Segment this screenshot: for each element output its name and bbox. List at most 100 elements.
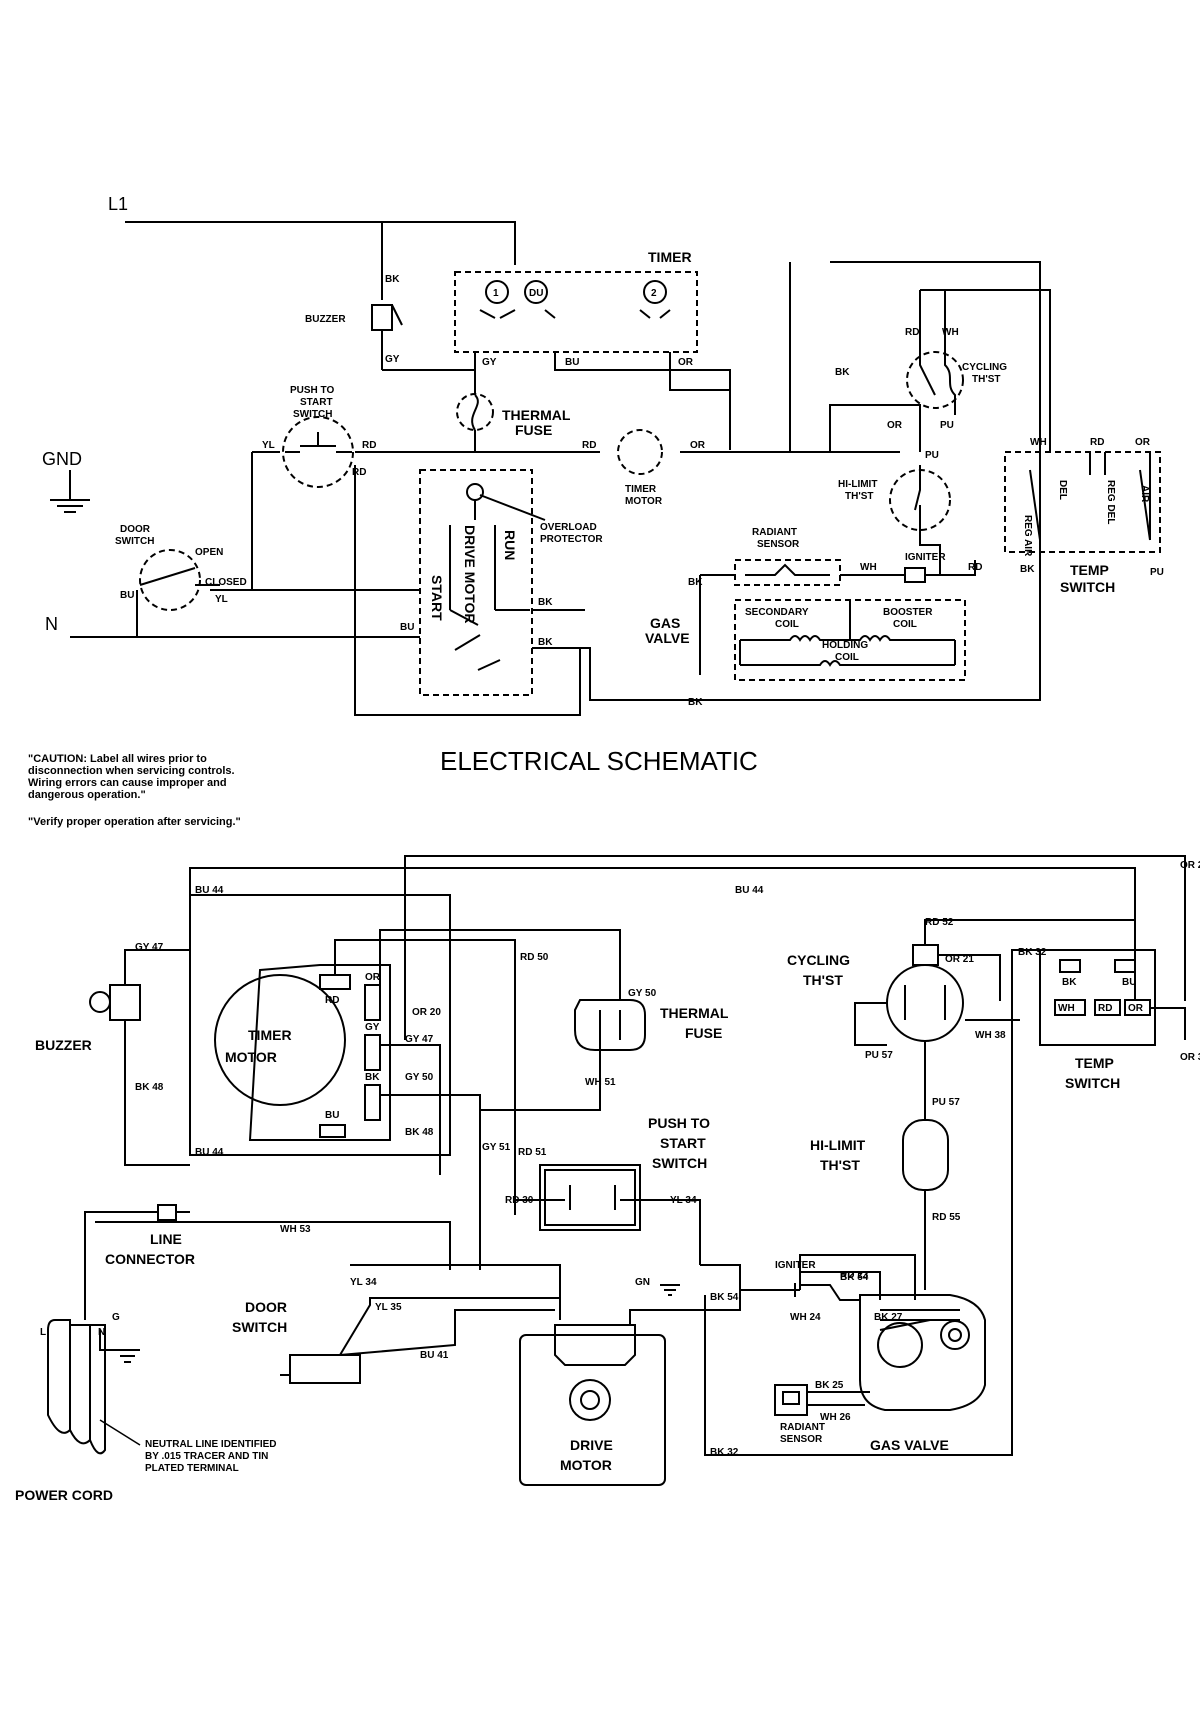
- gy51-label: GY 51: [482, 1142, 511, 1153]
- or-timer-wire: [669, 352, 730, 391]
- pictorial-timer: TIMER MOTOR RD OR GY BK BU OR 20 GY 47 G…: [189, 894, 451, 1158]
- wire-yl-label: YL: [262, 440, 275, 451]
- booster-coil-label-1: BOOSTER: [883, 607, 933, 618]
- pictorial-radiant-label-2: SENSOR: [780, 1434, 823, 1445]
- gas-valve-label-1: GAS: [650, 615, 680, 631]
- pictorial-push-start-label-3: SWITCH: [652, 1155, 707, 1171]
- schematic-door-switch: DOOR SWITCH OPEN CLOSED BU YL: [115, 524, 247, 611]
- temp-contact-reg-del: REG DEL: [1105, 480, 1116, 524]
- pictorial-radiant-sensor: BK 25 WH 26 RADIANT SENSOR: [774, 1380, 870, 1445]
- wire-bk-label: BK: [385, 274, 400, 285]
- buzzer-label: BUZZER: [305, 314, 346, 325]
- wire-wh2-label: WH: [942, 327, 959, 338]
- temp-wh-label: WH: [1058, 1003, 1075, 1014]
- timer-gy-label: GY: [365, 1022, 380, 1033]
- pictorial-cycling-thst: RD 52 OR 21 WH 38 PU 57 CYCLING TH'ST: [787, 917, 1135, 1100]
- pictorial-thermal-fuse-label-1: THERMAL: [660, 1005, 729, 1021]
- or20-label: OR 20: [412, 1007, 441, 1018]
- cycling-thst-label-2: TH'ST: [972, 374, 1001, 385]
- neutral-note-3: PLATED TERMINAL: [145, 1463, 239, 1474]
- pictorial-radiant-label-1: RADIANT: [780, 1422, 825, 1433]
- cord-n-label: N: [98, 1327, 105, 1338]
- yl-wire: [251, 452, 420, 591]
- cord-l-label: L: [40, 1327, 46, 1338]
- gn-ground-symbol: GN: [635, 1277, 680, 1296]
- holding-coil-label-2: COIL: [835, 652, 859, 663]
- pictorial-door-switch-label-2: SWITCH: [232, 1319, 287, 1335]
- temp-switch-label-2: SWITCH: [1060, 579, 1115, 595]
- schematic-thermal-fuse: THERMAL FUSE: [456, 393, 571, 438]
- drive-motor-label: DRIVE MOTOR: [462, 525, 478, 624]
- temp-contact-del: DEL: [1057, 480, 1068, 500]
- pictorial-cycling-label-1: CYCLING: [787, 952, 850, 968]
- gy50-label-2: GY 50: [628, 988, 657, 999]
- pictorial-buzzer-label: BUZZER: [35, 1037, 92, 1053]
- wire-or2-label: OR: [690, 440, 706, 451]
- wire-bu-label: BU: [565, 357, 579, 368]
- bk-right-wire: [830, 261, 1041, 452]
- neutral-leader-line: [99, 1419, 141, 1446]
- gas-valve-label-2: VALVE: [645, 630, 690, 646]
- schematic-hi-limit-thst: HI-LIMIT TH'ST PU: [838, 450, 951, 575]
- pictorial-temp-label-2: SWITCH: [1065, 1075, 1120, 1091]
- drive-motor-right-wires: [629, 1264, 800, 1325]
- wire-pu-label: PU: [940, 420, 954, 431]
- push-start-label-1: PUSH TO: [290, 385, 334, 396]
- hi-limit-label-1: HI-LIMIT: [838, 479, 877, 490]
- pu57-label-2: PU 57: [932, 1097, 960, 1108]
- igniter-label: IGNITER: [905, 552, 946, 563]
- or30-label: OR 30: [1180, 1052, 1200, 1063]
- timer-contact-2: 2: [651, 288, 657, 299]
- rd30-label: RD 30: [505, 1195, 534, 1206]
- caution-line-3: Wiring errors can cause improper and: [28, 777, 227, 789]
- or30-wire: [1150, 1007, 1186, 1040]
- wire-wh-label: WH: [860, 562, 877, 573]
- schematic-drive-motor: OVERLOAD PROTECTOR START DRIVE MOTOR RUN: [419, 469, 603, 696]
- schematic-title: ELECTRICAL SCHEMATIC: [440, 746, 758, 776]
- wh26-label: WH 26: [820, 1412, 851, 1423]
- sensor-circuit-wire: [700, 560, 976, 576]
- temp-or-label: OR: [1128, 1003, 1144, 1014]
- wh51-label: WH 51: [585, 1077, 616, 1088]
- pictorial-wiring: BU 44 BU 44 OR 29 GY 47 BK 48 BUZZER TIM…: [15, 855, 1200, 1503]
- caution-line-5: "Verify proper operation after servicing…: [28, 816, 241, 828]
- overload-label-1: OVERLOAD: [540, 522, 597, 533]
- timer-contact-1: 1: [493, 288, 499, 299]
- rd-wire: [354, 465, 581, 716]
- neutral-note-2: BY .015 TRACER AND TIN: [145, 1451, 268, 1462]
- electrical-schematic: L1 GND N BK GY BUZZER TIMER 1 DU 2: [42, 194, 1164, 776]
- wire-bu3-label: BU: [400, 622, 414, 633]
- wh38-label: WH 38: [975, 1030, 1006, 1041]
- radiant-sensor-label-1: RADIANT: [752, 527, 797, 538]
- wire-or3-label: OR: [887, 420, 903, 431]
- start-label: START: [429, 575, 445, 621]
- wire-gy-label: GY: [385, 354, 400, 365]
- pictorial-buzzer: GY 47 BK 48 BUZZER: [35, 942, 410, 1165]
- pictorial-line-connector: WH 53 LINE CONNECTOR: [84, 1204, 451, 1320]
- wire-gy2-label: GY: [482, 357, 497, 368]
- pictorial-line-connector-label-2: CONNECTOR: [105, 1251, 195, 1267]
- pictorial-igniter: IGNITER RD 23 WH 24: [775, 1260, 881, 1323]
- gnd-label: GND: [42, 449, 82, 469]
- bk32-wire: [704, 949, 1040, 1456]
- rd55-label: RD 55: [932, 1212, 961, 1223]
- pictorial-thermal-fuse: GY 50 WH 51 THERMAL FUSE: [480, 988, 729, 1111]
- caution-line-2: disconnection when servicing controls.: [28, 765, 235, 777]
- hi-limit-label-2: TH'ST: [845, 491, 874, 502]
- pictorial-power-cord-label: POWER CORD: [15, 1487, 113, 1503]
- gy50-label: GY 50: [405, 1072, 434, 1083]
- door-open-label: OPEN: [195, 547, 223, 558]
- pictorial-drive-motor: DRIVE MOTOR: [519, 1324, 666, 1486]
- pictorial-igniter-label: IGNITER: [775, 1260, 816, 1271]
- gy50-wire: [379, 929, 621, 1000]
- pictorial-push-start-label-2: START: [660, 1135, 706, 1151]
- rd51-label: RD 51: [518, 1147, 547, 1158]
- pictorial-timer-motor-label-2: MOTOR: [225, 1049, 277, 1065]
- timer-rd-label: RD: [325, 995, 339, 1006]
- wire-or4-label: OR: [1135, 437, 1151, 448]
- schematic-buzzer: BK GY BUZZER: [305, 274, 403, 370]
- wire-or-label: OR: [678, 357, 694, 368]
- bu41-label: BU 41: [420, 1350, 449, 1361]
- wire-rd2-label: RD: [352, 467, 366, 478]
- gy47-label: GY 47: [135, 942, 164, 953]
